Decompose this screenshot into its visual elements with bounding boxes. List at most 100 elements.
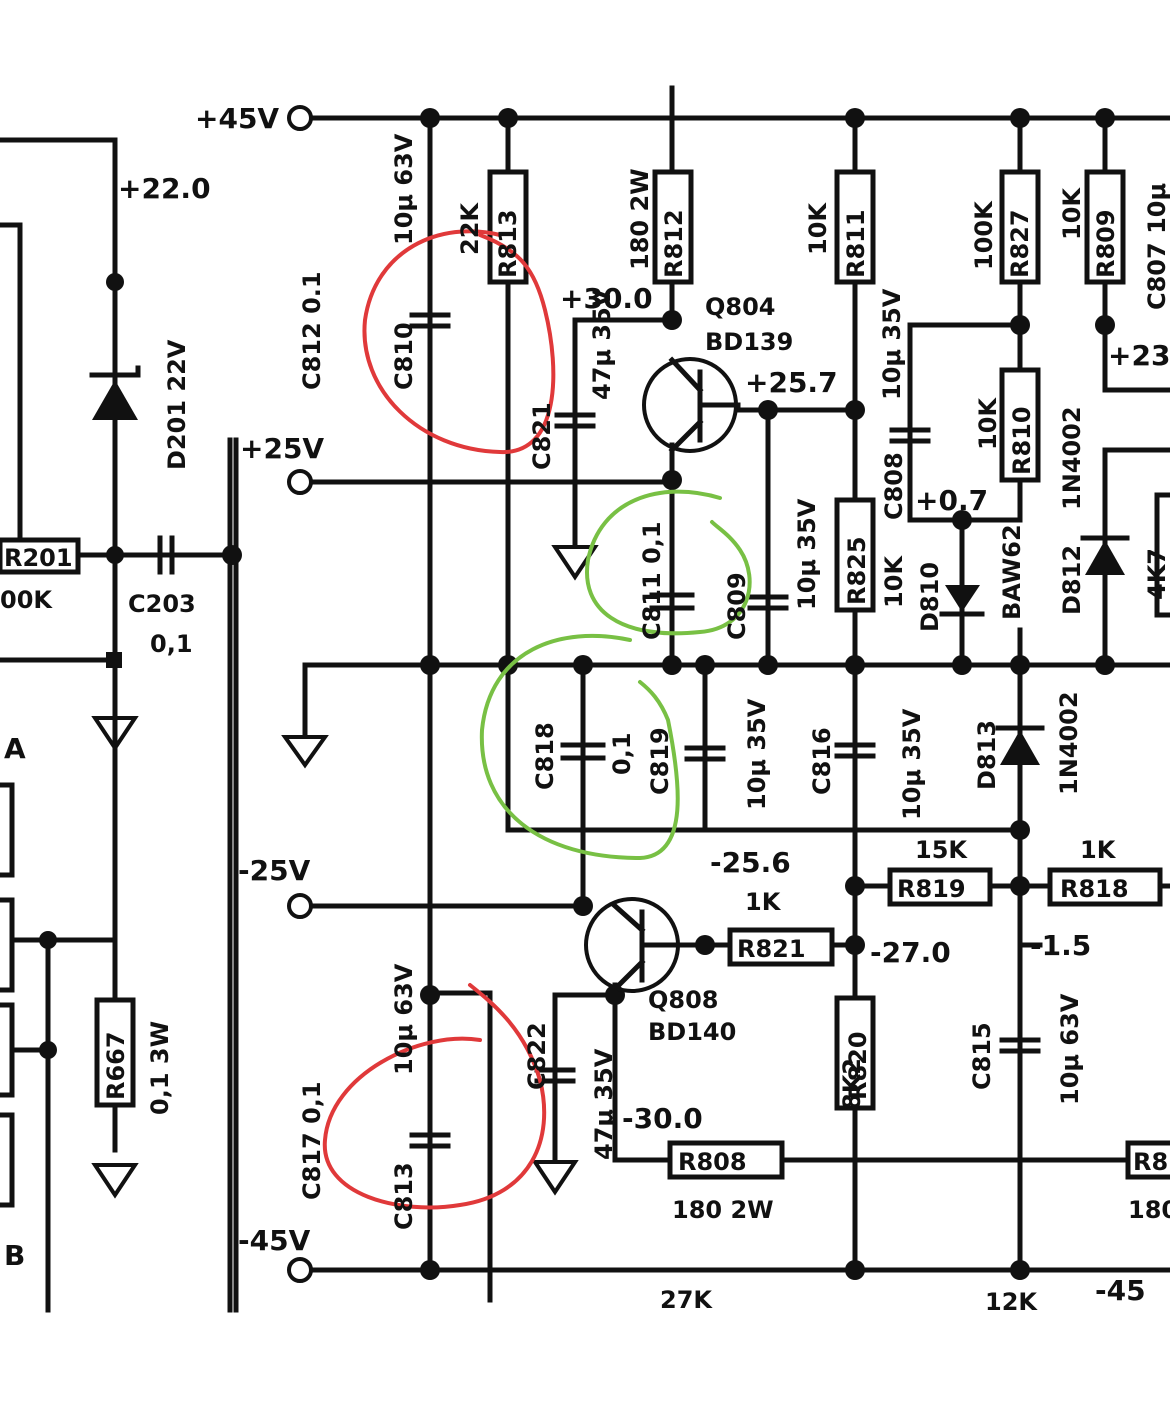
diodes [939, 535, 1130, 765]
label-d811-type: 1N4002 [1058, 406, 1086, 510]
label-c816: C816 [808, 727, 836, 795]
red-circle-c810 [362, 229, 556, 455]
label-r-right-val: 180 [1128, 1196, 1170, 1224]
label-c816-val: 10μ 35V [898, 708, 926, 820]
label-d813-type: 1N4002 [1055, 691, 1083, 795]
label-r809: R809 [1092, 209, 1120, 278]
voltage-07: +0.7 [915, 484, 988, 517]
resistor-r818 [1047, 867, 1163, 907]
label-neg25: -25V [238, 854, 311, 887]
resistor-r819 [887, 867, 993, 907]
label-c821-val: 47μ 35V [588, 288, 616, 400]
labels: +45V +25V -25V -45V -45 +22.0 +30.0 +25.… [0, 102, 1170, 1316]
label-c818: C818 [531, 722, 559, 790]
label-d812: D812 [1058, 545, 1086, 615]
label-d810: D810 [916, 562, 944, 632]
label-r809-val: 10K [1058, 187, 1086, 240]
label-r811: R811 [842, 209, 870, 278]
label-d201: D201 22V [163, 339, 191, 470]
voltage-22: +22.0 [118, 172, 211, 205]
label-r201-val: 00K [0, 586, 53, 614]
label-c809-val: 10μ 35V [793, 498, 821, 610]
label-r820-val: 8K2 [838, 1058, 866, 1110]
voltage-257: +25.7 [745, 366, 838, 399]
voltage-m256: -25.6 [710, 846, 791, 879]
junctions [420, 108, 1115, 1280]
section-b: B [4, 1239, 25, 1272]
label-r825-val: 10K [880, 555, 908, 608]
label-c203: C203 [128, 590, 196, 618]
label-c822-val: 47μ 35V [590, 1048, 618, 1160]
label-c807: C807 10μ [1143, 183, 1170, 310]
diode-d813 [1000, 730, 1040, 765]
label-r819: R819 [897, 875, 966, 903]
voltage-m270: -27.0 [870, 936, 951, 969]
label-c813-val: 10μ 63V [390, 963, 418, 1075]
label-c203-val: 0,1 [150, 630, 193, 658]
label-r827-val: 100K [970, 200, 998, 270]
label-q804: Q804 [705, 293, 776, 321]
resistors [487, 169, 1170, 1180]
left-section [0, 137, 242, 1313]
resistor-r808 [667, 1140, 785, 1180]
label-r819-val: 15K [915, 836, 968, 864]
resistor-r201 [0, 537, 81, 575]
label-r812: R812 [660, 209, 688, 278]
label-c808: C808 [880, 452, 908, 520]
label-4k7: 4K7 [1143, 548, 1170, 600]
label-r812-val: 180 2W [626, 168, 654, 270]
label-c809: C809 [723, 572, 751, 640]
voltage-30: +30.0 [560, 282, 653, 315]
resistor-r821 [727, 927, 835, 967]
label-r825: R825 [843, 536, 871, 605]
label-c817: C817 0,1 [298, 1081, 326, 1200]
label-12k: 12K [985, 1288, 1038, 1316]
resistor-r809 [1084, 169, 1126, 285]
label-r818-val: 1K [1080, 836, 1117, 864]
diode-d812 [1085, 540, 1125, 575]
label-r811-val: 10K [804, 202, 832, 255]
resistor-r810 [999, 367, 1041, 483]
voltage-m300: -30.0 [622, 1102, 703, 1135]
diode-d810 [945, 585, 980, 612]
resistor-r-right [1125, 1140, 1170, 1180]
label-r667-val: 0,1 3W [146, 1021, 174, 1115]
resistor-r825 [834, 497, 876, 613]
label-c810: C810 [390, 322, 418, 390]
label-bd140: BD140 [648, 1018, 736, 1046]
label-bd139: BD139 [705, 328, 793, 356]
label-d813: D813 [973, 720, 1001, 790]
label-c821: C821 [528, 402, 556, 470]
transistors [584, 356, 741, 994]
resistor-r827 [999, 169, 1041, 285]
label-c819-val: 10μ 35V [743, 698, 771, 810]
green-circle-c811-c809 [585, 489, 752, 636]
resistor-r667 [94, 997, 136, 1108]
resistor-r812 [652, 169, 694, 285]
resistor-r811 [834, 169, 876, 285]
label-c808-val: 10μ 35V [878, 288, 906, 400]
label-r813: R813 [494, 209, 522, 278]
label-27k: 27K [660, 1286, 713, 1314]
label-r827: R827 [1006, 209, 1034, 278]
label-neg45-right: -45 [1095, 1274, 1146, 1307]
label-r820: R820 [844, 1031, 872, 1100]
label-r-right: R8 [1133, 1148, 1168, 1176]
resistor-r820 [834, 995, 876, 1111]
label-r810: R810 [1008, 406, 1036, 475]
label-r813-val: 22K [456, 202, 484, 255]
label-c810-val: 10μ 63V [390, 133, 418, 245]
label-r810-val: 10K [974, 397, 1002, 450]
label-r667: R667 [102, 1031, 130, 1100]
label-r821-val: 1K [745, 888, 782, 916]
label-c815: C815 [968, 1022, 996, 1090]
label-c818-val: 0,1 [608, 732, 636, 775]
capacitors [409, 312, 1041, 1196]
label-r808: R808 [678, 1148, 747, 1176]
label-r201: R201 [4, 544, 73, 572]
label-r818: R818 [1060, 875, 1129, 903]
label-c812: C812 0.1 [298, 271, 326, 390]
label-c815-val: 10μ 63V [1056, 993, 1084, 1105]
label-c811: C811 0,1 [638, 521, 666, 640]
